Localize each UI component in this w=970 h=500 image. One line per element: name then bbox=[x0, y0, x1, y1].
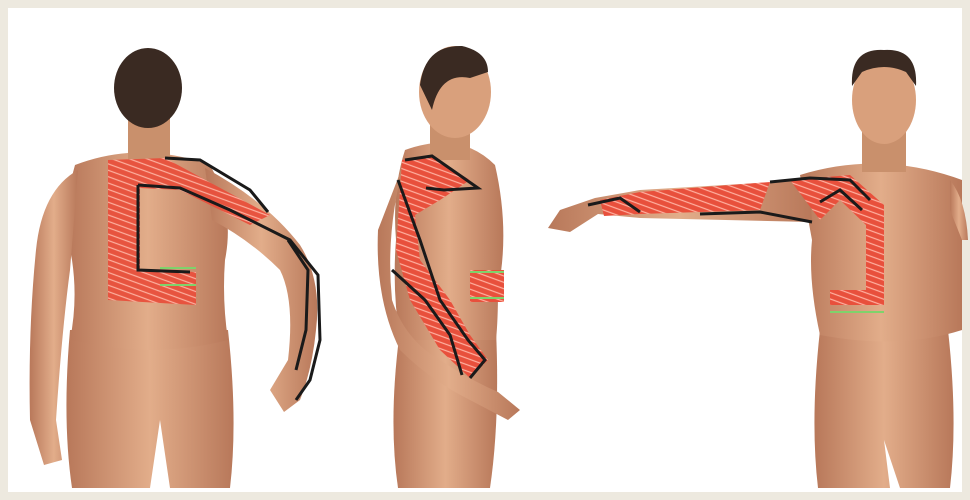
side-view-figure bbox=[378, 46, 520, 488]
front-view-figure bbox=[548, 50, 968, 488]
front-legs bbox=[814, 330, 953, 488]
back-legs bbox=[66, 330, 233, 488]
back-view-figure bbox=[30, 48, 320, 488]
back-head bbox=[114, 48, 182, 128]
